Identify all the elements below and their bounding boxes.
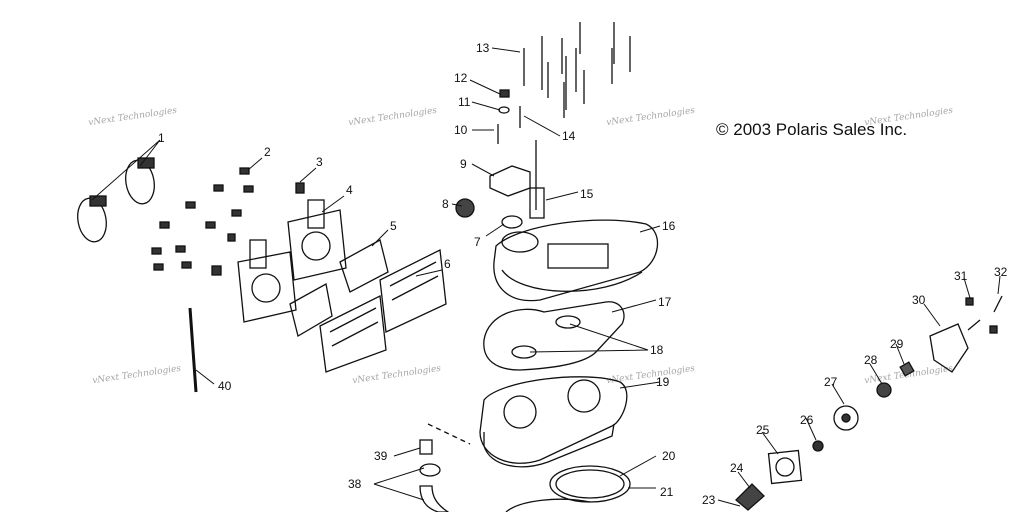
- callout-number: 31: [954, 269, 968, 283]
- callout-number: 23: [702, 493, 716, 507]
- leader-lines: [91, 47, 1001, 507]
- callout-number: 27: [824, 375, 838, 389]
- callout-number: 19: [656, 375, 670, 389]
- callout-number: 5: [390, 219, 397, 233]
- callout-number: 4: [346, 183, 353, 197]
- pump-housing: [767, 449, 803, 485]
- callout-number: 39: [374, 449, 388, 463]
- impeller: [833, 405, 859, 431]
- callout-number: 6: [444, 257, 451, 271]
- callout-number: 11: [458, 95, 471, 109]
- callout-number: 32: [994, 265, 1008, 279]
- callout-number: 18: [650, 343, 664, 357]
- callout-number: 13: [476, 41, 490, 55]
- temp-sensor: [529, 187, 545, 219]
- callout-number: 40: [218, 379, 232, 393]
- callout-number: 29: [890, 337, 904, 351]
- callout-number: 26: [800, 413, 814, 427]
- intake-adapter: [237, 199, 347, 323]
- water-outlet: [489, 165, 531, 197]
- callout-number: 25: [756, 423, 770, 437]
- callout-number: 12: [454, 71, 468, 85]
- gasket: [483, 301, 625, 371]
- spring: [899, 361, 915, 377]
- nut: [499, 89, 510, 98]
- callout-number: 3: [316, 155, 323, 169]
- callout-number: 24: [730, 461, 744, 475]
- cylinder-bolts: [523, 22, 631, 118]
- rod: [188, 307, 198, 393]
- thermostat: [455, 198, 475, 218]
- callout-labels: 1 2 3 4 5 6 7 8 9 10 11 12 13 14 15 16 1…: [158, 41, 1008, 507]
- hose-clamp: [77, 157, 155, 243]
- seal-ring: [505, 498, 591, 512]
- washer: [498, 106, 510, 114]
- callout-number: 17: [658, 295, 672, 309]
- head-cover: [493, 219, 659, 302]
- callout-number: 8: [442, 197, 449, 211]
- o-ring: [501, 215, 523, 229]
- callout-number: 2: [264, 145, 271, 159]
- hose: [419, 485, 450, 512]
- seal-ring: [549, 465, 631, 503]
- callout-number: 14: [562, 129, 576, 143]
- copyright-notice: © 2003 Polaris Sales Inc.: [716, 120, 908, 139]
- impeller-shaft: [735, 483, 765, 511]
- fitting: [419, 439, 433, 455]
- cylinder-head: [479, 376, 628, 464]
- fastener-cluster: [151, 167, 305, 276]
- callout-number: 7: [474, 235, 481, 249]
- pump-cover: [929, 323, 969, 373]
- callout-number: 16: [662, 219, 676, 233]
- callout-number: 10: [454, 123, 468, 137]
- callout-number: 28: [864, 353, 878, 367]
- callout-number: 20: [662, 449, 676, 463]
- bearing: [876, 382, 892, 398]
- callout-number: 9: [460, 157, 467, 171]
- callout-number: 30: [912, 293, 926, 307]
- callout-number: 1: [158, 131, 165, 145]
- callout-number: 38: [348, 477, 362, 491]
- callout-number: 15: [580, 187, 594, 201]
- reed-cage: [289, 239, 447, 373]
- callout-number: 21: [660, 485, 674, 499]
- seal: [812, 440, 824, 452]
